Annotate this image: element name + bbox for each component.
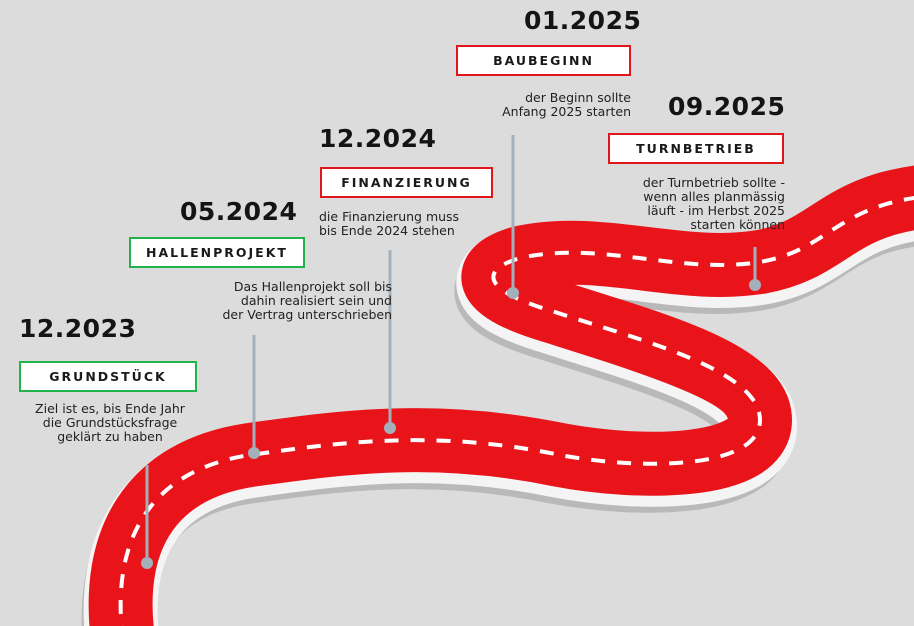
milestone-label-turnbetrieb: TURNBETRIEB xyxy=(608,133,784,164)
connector-finanzierung xyxy=(384,250,396,434)
lane-marking xyxy=(118,196,914,626)
milestone-label-finanzierung: FINANZIERUNG xyxy=(320,167,493,198)
milestone-date-baubeginn: 01.2025 xyxy=(524,6,642,35)
connector-turnbetrieb xyxy=(749,247,761,291)
milestone-description-grundstueck: Ziel ist es, bis Ende Jahr die Grundstüc… xyxy=(35,401,185,444)
milestone-label-baubeginn: BAUBEGINN xyxy=(456,45,631,76)
milestone-date-finanzierung: 12.2024 xyxy=(319,124,437,153)
connector-baubeginn xyxy=(507,135,519,299)
connector-hallenprojekt xyxy=(248,335,260,459)
milestone-date-hallenprojekt: 05.2024 xyxy=(180,197,298,226)
milestone-date-grundstueck: 12.2023 xyxy=(19,314,137,343)
milestone-description-baubeginn: der Beginn sollte Anfang 2025 starten xyxy=(502,90,631,119)
connector-grundstueck xyxy=(141,465,153,569)
milestone-description-turnbetrieb: der Turnbetrieb sollte - wenn alles plan… xyxy=(642,175,785,232)
milestone-description-hallenprojekt: Das Hallenprojekt soll bis dahin realisi… xyxy=(222,279,393,322)
milestone-date-turnbetrieb: 09.2025 xyxy=(668,92,786,121)
milestone-label-grundstueck: GRUNDSTÜCK xyxy=(19,361,197,392)
milestone-description-finanzierung: die Finanzierung muss bis Ende 2024 steh… xyxy=(319,209,460,238)
milestone-label-hallenprojekt: HALLENPROJEKT xyxy=(129,237,305,268)
